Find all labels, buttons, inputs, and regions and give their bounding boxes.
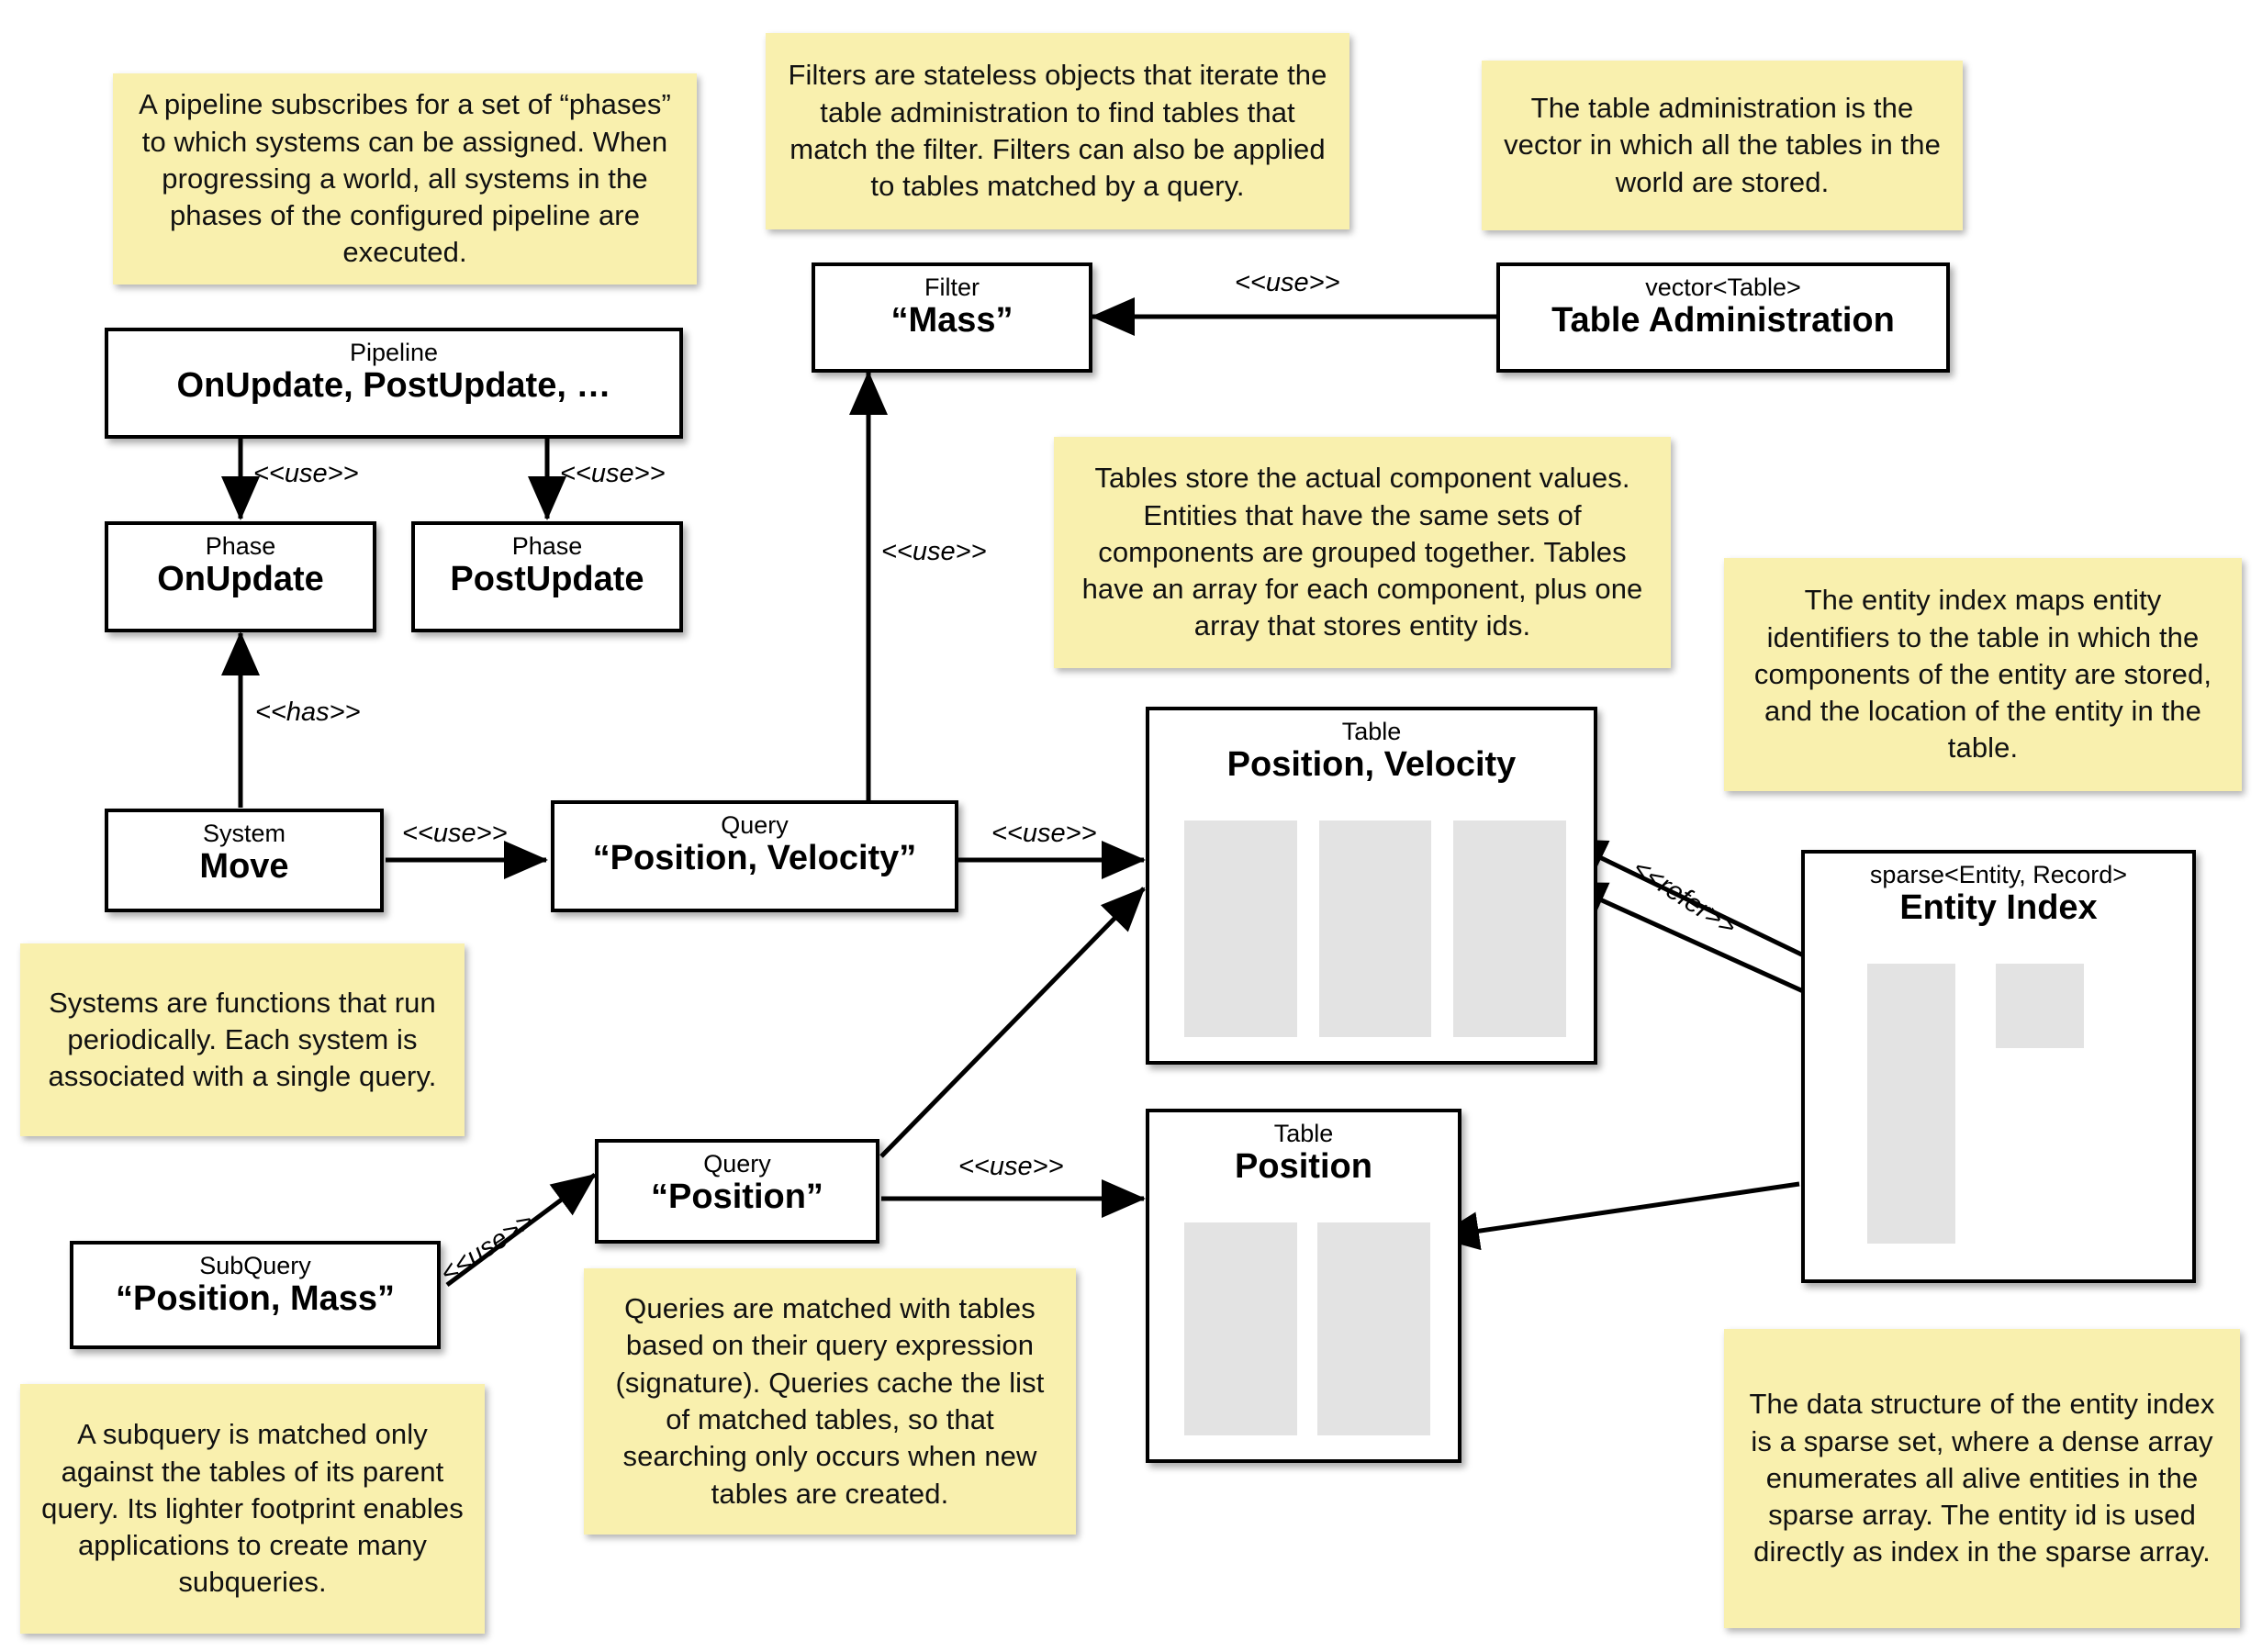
box-subquery-position-mass[interactable]: SubQuery “Position, Mass” xyxy=(70,1241,441,1349)
box-phase-onupdate-name: OnUpdate xyxy=(157,560,324,599)
box-phase-postupdate-stereotype: Phase xyxy=(511,532,583,560)
edge-label-index-refers-table: <<refer>> xyxy=(1627,854,1741,943)
note-table-admin-text: The table administration is the vector i… xyxy=(1504,92,1941,198)
table-column xyxy=(1318,820,1432,1037)
note-sparse-set-text: The data structure of the entity index i… xyxy=(1749,1388,2215,1568)
note-table-admin: The table administration is the vector i… xyxy=(1482,61,1963,230)
box-table-position-name: Position xyxy=(1235,1147,1372,1187)
box-system-move-stereotype: System xyxy=(202,820,286,847)
box-query-position-velocity[interactable]: Query “Position, Velocity” xyxy=(551,800,958,912)
box-pipeline-stereotype: Pipeline xyxy=(349,339,439,366)
note-queries-text: Queries are matched with tables based on… xyxy=(615,1292,1045,1510)
note-pipeline: A pipeline subscribes for a set of “phas… xyxy=(113,73,697,285)
box-subquery-position-mass-name: “Position, Mass” xyxy=(115,1279,396,1319)
edge-label-query-uses-filter: <<use>> xyxy=(881,537,987,566)
note-filter-text: Filters are stateless objects that itera… xyxy=(788,59,1327,203)
box-phase-postupdate[interactable]: Phase PostUpdate xyxy=(411,521,683,632)
edge-label-subquery-uses-query: <<use>> xyxy=(435,1206,540,1289)
box-filter-mass-stereotype: Filter xyxy=(924,273,980,301)
box-phase-onupdate-stereotype: Phase xyxy=(205,532,276,560)
table-column xyxy=(1453,820,1567,1037)
box-system-move[interactable]: System Move xyxy=(105,809,384,912)
box-pipeline-name: OnUpdate, PostUpdate, … xyxy=(176,366,611,406)
box-filter-mass[interactable]: Filter “Mass” xyxy=(812,262,1092,373)
table-position-velocity-columns xyxy=(1184,820,1567,1037)
box-table-administration[interactable]: vector<Table> Table Administration xyxy=(1496,262,1950,373)
box-pipeline[interactable]: Pipeline OnUpdate, PostUpdate, … xyxy=(105,328,683,439)
box-entity-index-name: Entity Index xyxy=(1899,888,2098,928)
box-table-position-velocity[interactable]: Table Position, Velocity xyxy=(1146,707,1597,1065)
box-query-position-velocity-stereotype: Query xyxy=(721,811,789,839)
edge-label-pipeline-to-phase-onupdate: <<use>> xyxy=(253,459,359,488)
edge-label-system-uses-query: <<use>> xyxy=(402,819,508,848)
note-tables-text: Tables store the actual component values… xyxy=(1081,462,1643,642)
box-table-administration-stereotype: vector<Table> xyxy=(1645,273,1801,301)
edge-index-to-table-p xyxy=(1435,1181,1800,1251)
note-tables: Tables store the actual component values… xyxy=(1054,437,1671,668)
box-table-position[interactable]: Table Position xyxy=(1146,1109,1461,1463)
box-phase-postupdate-name: PostUpdate xyxy=(450,560,644,599)
box-table-position-velocity-stereotype: Table xyxy=(1341,718,1402,745)
note-sparse-set: The data structure of the entity index i… xyxy=(1724,1329,2240,1628)
note-queries: Queries are matched with tables based on… xyxy=(584,1268,1076,1535)
box-filter-mass-name: “Mass” xyxy=(890,301,1013,340)
box-subquery-position-mass-stereotype: SubQuery xyxy=(199,1252,311,1279)
box-entity-index[interactable]: sparse<Entity, Record> Entity Index xyxy=(1801,850,2196,1283)
box-table-position-velocity-name: Position, Velocity xyxy=(1226,745,1517,785)
entity-index-dense-array xyxy=(1867,964,1955,1244)
box-table-position-stereotype: Table xyxy=(1273,1120,1334,1147)
box-query-position[interactable]: Query “Position” xyxy=(595,1139,879,1244)
edge-queryp-to-table-pv xyxy=(879,887,1146,1158)
note-subquery-text: A subquery is matched only against the t… xyxy=(41,1418,464,1599)
box-entity-index-stereotype: sparse<Entity, Record> xyxy=(1869,861,2128,888)
note-entity-index-text: The entity index maps entity identifiers… xyxy=(1753,584,2212,765)
note-systems: Systems are functions that run periodica… xyxy=(20,943,465,1136)
table-position-columns xyxy=(1184,1222,1430,1435)
table-column xyxy=(1317,1222,1430,1435)
box-query-position-velocity-name: “Position, Velocity” xyxy=(592,839,917,878)
edge-label-queryp-uses-table: <<use>> xyxy=(958,1152,1064,1181)
box-phase-onupdate[interactable]: Phase OnUpdate xyxy=(105,521,376,632)
edge-label-pipeline-to-phase-postupdate: <<use>> xyxy=(560,459,666,488)
note-pipeline-text: A pipeline subscribes for a set of “phas… xyxy=(139,88,671,269)
edge-label-querypv-uses-table: <<use>> xyxy=(991,819,1097,848)
box-table-administration-name: Table Administration xyxy=(1551,301,1895,340)
box-system-move-name: Move xyxy=(199,847,289,887)
edge-label-admin-to-filter: <<use>> xyxy=(1235,268,1340,297)
note-entity-index: The entity index maps entity identifiers… xyxy=(1724,558,2242,791)
box-query-position-name: “Position” xyxy=(651,1178,823,1217)
note-systems-text: Systems are functions that run periodica… xyxy=(48,986,437,1093)
edge-label-system-has-phase: <<has>> xyxy=(255,698,361,727)
entity-index-sparse-array xyxy=(1996,964,2084,1048)
note-filter: Filters are stateless objects that itera… xyxy=(766,33,1349,229)
table-column xyxy=(1184,820,1297,1037)
box-query-position-stereotype: Query xyxy=(703,1150,771,1178)
note-subquery: A subquery is matched only against the t… xyxy=(20,1384,485,1634)
table-column xyxy=(1184,1222,1297,1435)
